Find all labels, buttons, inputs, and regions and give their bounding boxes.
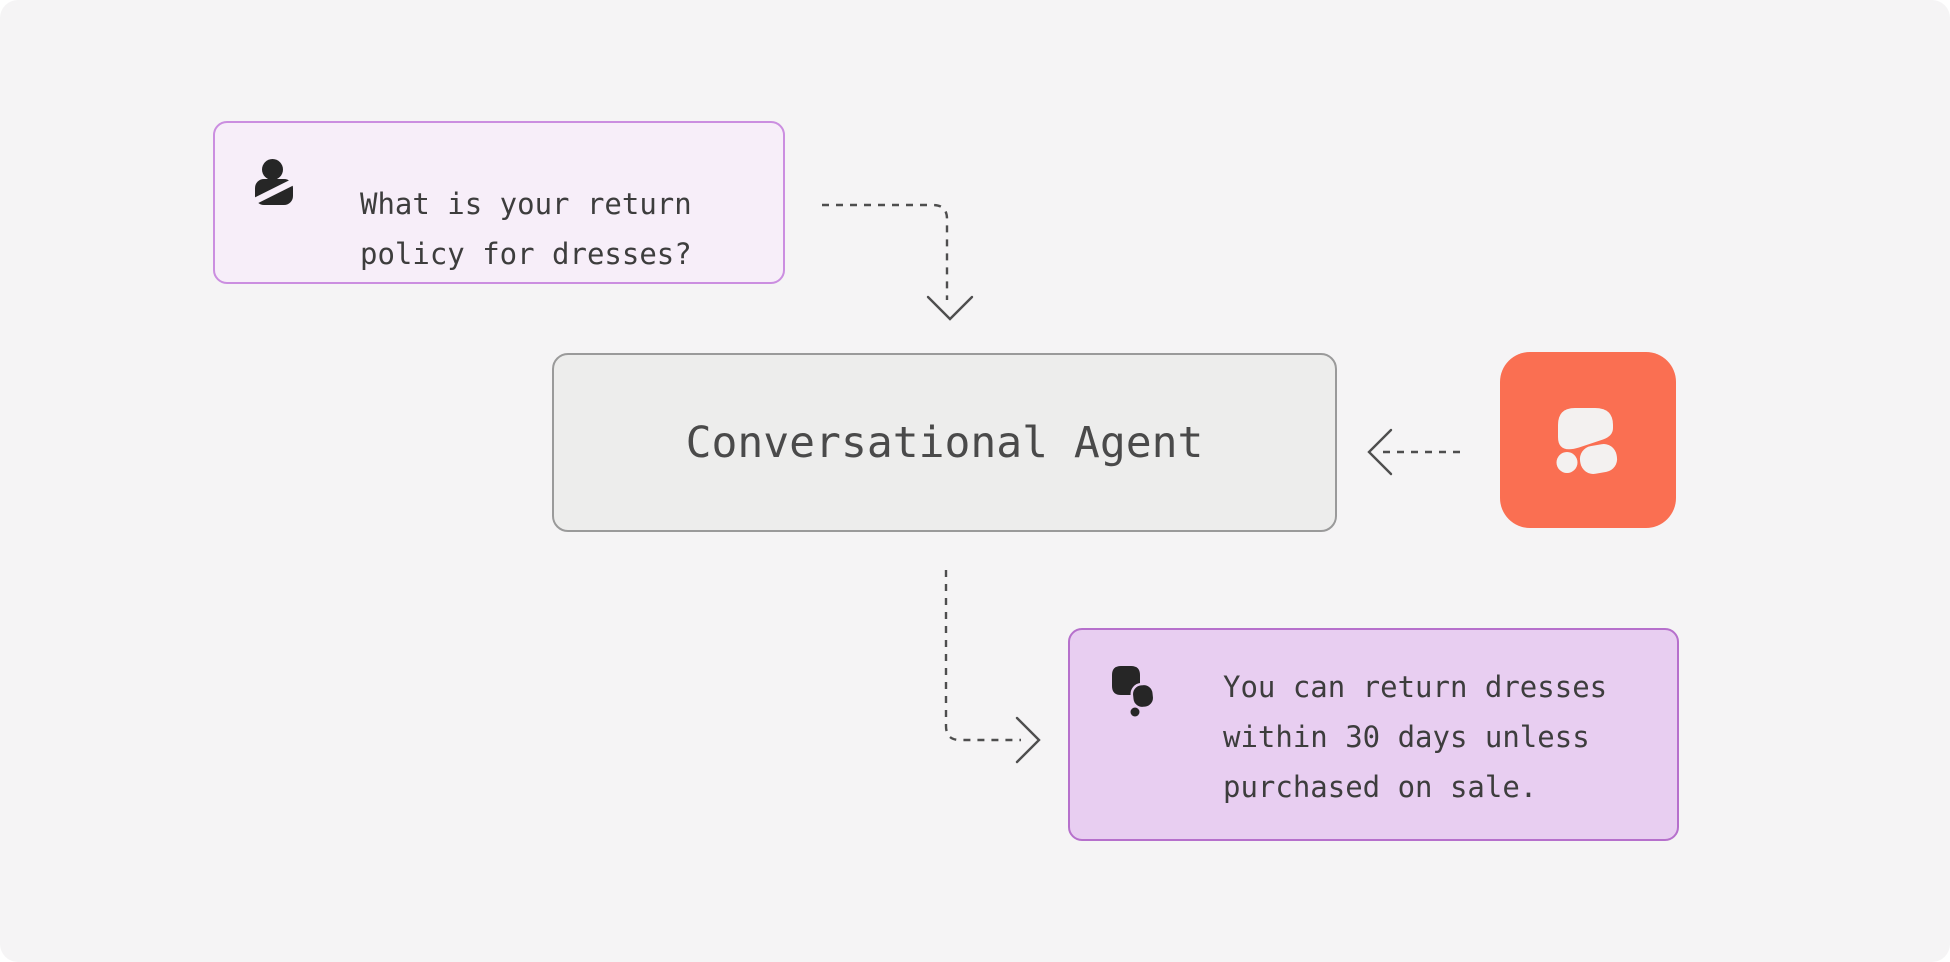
person-icon — [247, 155, 301, 207]
user-message-line-1: What is your return — [360, 187, 692, 221]
agent-reply-line-1: You can return dresses — [1223, 670, 1608, 704]
agent-node-label: Conversational Agent — [685, 417, 1204, 468]
arrow-user-to-agent — [822, 203, 974, 321]
agent-reply-line-2: within 30 days unless — [1223, 720, 1590, 754]
brand-logo-tile[interactable] — [1500, 352, 1676, 528]
agent-reply-card[interactable]: You can return dresses within 30 days un… — [1068, 628, 1679, 841]
user-message-line-2: policy for dresses? — [360, 237, 692, 271]
user-message-card[interactable]: What is your return policy for dresses? — [213, 121, 785, 284]
conversational-agent-node[interactable]: Conversational Agent — [552, 353, 1337, 532]
agent-reply-line-3: purchased on sale. — [1223, 770, 1538, 804]
chat-bubbles-icon — [1107, 663, 1157, 717]
agent-reply-text: You can return dresses within 30 days un… — [1223, 662, 1607, 812]
user-message-text: What is your return policy for dresses? — [360, 179, 692, 279]
chat-blobs-logo — [1556, 408, 1618, 474]
arrow-agent-to-reply — [944, 570, 1041, 764]
arrow-logo-to-agent — [1367, 428, 1460, 476]
